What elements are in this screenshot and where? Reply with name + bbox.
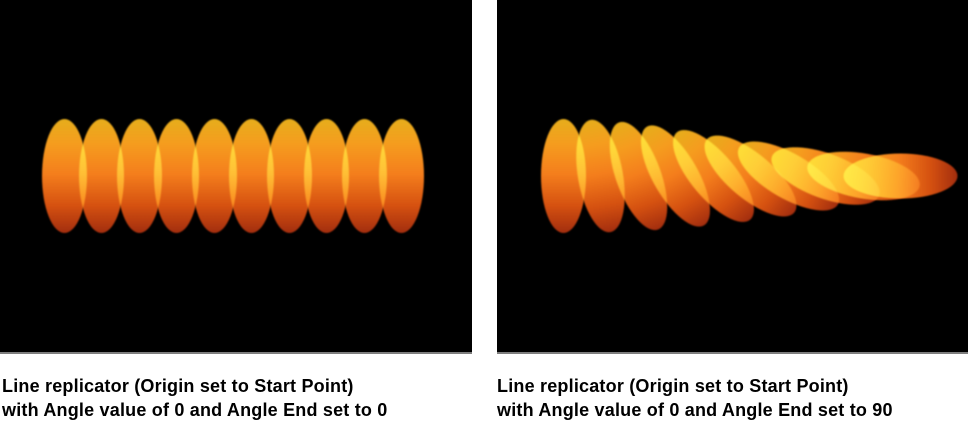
- canvas-preview-angle-end-0: [0, 0, 472, 354]
- canvas-preview-angle-end-90: [497, 0, 968, 354]
- caption-line-1: Line replicator (Origin set to Start Poi…: [2, 376, 354, 396]
- caption-line-2: with Angle value of 0 and Angle End set …: [2, 400, 388, 420]
- caption-angle-end-90: Line replicator (Origin set to Start Poi…: [497, 374, 893, 422]
- caption-line-1: Line replicator (Origin set to Start Poi…: [497, 376, 849, 396]
- replicator-cell-ellipse: [843, 153, 958, 199]
- replicator-cell-ellipse: [379, 119, 424, 233]
- caption-angle-end-0: Line replicator (Origin set to Start Poi…: [2, 374, 388, 422]
- caption-line-2: with Angle value of 0 and Angle End set …: [497, 400, 893, 420]
